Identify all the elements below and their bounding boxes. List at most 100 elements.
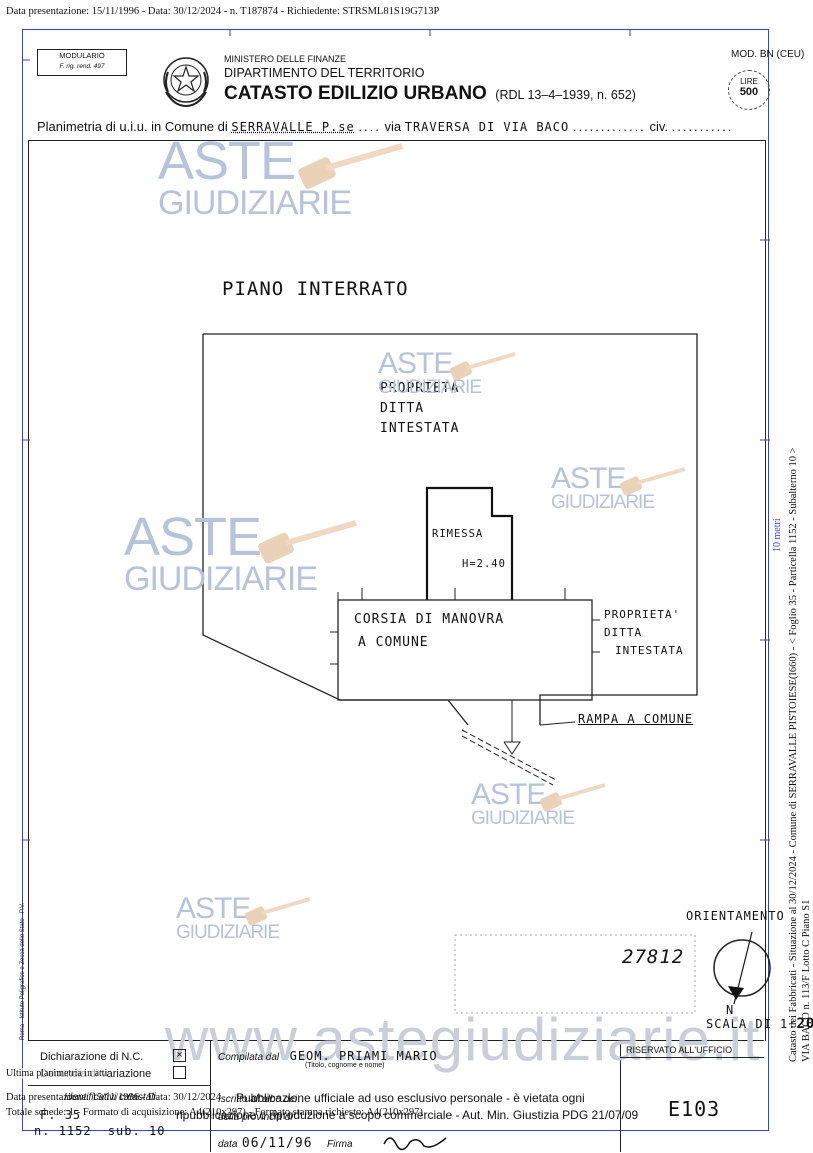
provincia-label: della provincia di <box>218 1112 293 1123</box>
north-label: N <box>726 1003 735 1017</box>
riservato-label: RISERVATO ALL'UFFICIO <box>626 1045 733 1055</box>
sub-value: 10 <box>148 1124 166 1138</box>
ultima-label: Ultima planimetria in atti <box>6 1068 108 1079</box>
sub-label: sub. <box>107 1124 141 1138</box>
footer-data-pres: Data presentazione: 15/11/1996 - Data: 3… <box>6 1092 222 1103</box>
gavel-icon-2 <box>449 352 516 381</box>
corsia-1: CORSIA DI MANOVRA <box>354 612 505 627</box>
foglio-label: F. <box>40 1108 57 1122</box>
handwritten-number: 27812 <box>622 946 685 968</box>
dich-var-checkbox <box>173 1066 186 1079</box>
watermark-4: ASTE GIUDIZIARIE <box>124 507 318 599</box>
watermark-1-aste: ASTE <box>158 131 296 191</box>
watermark-3-giudiziarie: GIUDIZIARIE <box>551 491 655 513</box>
watermark-5-aste: ASTE <box>471 778 546 811</box>
gavel-icon-6 <box>244 897 311 926</box>
foglio-field: F. 35 <box>40 1108 81 1122</box>
dots-3: ........... <box>671 119 734 134</box>
num-field: n. 1152 sub. 10 <box>34 1124 165 1138</box>
height-label: H=2.40 <box>462 558 506 570</box>
gavel-icon <box>298 143 403 189</box>
watermark-2-aste: ASTE <box>378 347 453 380</box>
scala-text: SCALA DI 1: <box>706 1017 797 1031</box>
stamp-line2: 500 <box>739 86 759 98</box>
stamp-circle: LIRE 500 <box>728 70 770 110</box>
modulario-box: MODULARIO F. rig. rend. 497 <box>37 49 127 76</box>
gavel-icon-3 <box>619 467 686 496</box>
rimessa-label: RIMESSA <box>432 528 484 540</box>
plan-title: PIANO INTERRATO <box>222 278 409 300</box>
compilatore-value: GEOM. PRIAMI MARIO <box>289 1049 438 1063</box>
watermark-6-giudiziarie: GIUDIZIARIE <box>176 921 280 943</box>
civ-label: civ. <box>649 119 668 134</box>
planimetria-via: TRAVERSA DI VIA BACO <box>404 120 570 134</box>
footer-hline <box>28 1085 210 1086</box>
department: DIPARTIMENTO DEL TERRITORIO <box>224 66 425 80</box>
left-vertical-text: Roma - Istituto Poligrafico e Zecca dell… <box>20 902 26 1040</box>
modulario-line2: F. rig. rend. 497 <box>59 63 105 70</box>
orientamento-label: ORIENTAMENTO <box>686 909 785 923</box>
rdl-label: (RDL 13–4–1939, n. 652) <box>495 88 636 102</box>
compilata-label: Compilata dal <box>218 1052 280 1063</box>
rampa-label: RAMPA A COMUNE <box>578 712 694 726</box>
iscritto-label: Iscritto all'albo dei <box>218 1094 298 1105</box>
titolo-hint: (Titolo, cognome e nome) <box>305 1062 385 1069</box>
frame-bottom <box>22 1130 769 1131</box>
footer-form <box>28 1040 764 1153</box>
frame-left <box>22 29 23 1131</box>
signature-icon <box>383 1137 447 1151</box>
modulario-line1: MODULARIO <box>59 51 105 60</box>
corsia-2: A COMUNE <box>358 635 429 650</box>
scale-meters: 10 metri <box>772 518 783 552</box>
riservato-line <box>620 1057 764 1058</box>
dich-nc-checkbox: × <box>173 1049 186 1062</box>
footer-ripubblicazione: ripubblicazione o riproduzione a scopo c… <box>176 1108 639 1122</box>
data-field: data 06/11/96 Firma <box>218 1134 353 1152</box>
gavel-icon-5 <box>539 783 606 812</box>
mod-label: MOD. BN (CEU) <box>731 49 805 60</box>
site-watermark: www.astegiudiziarie.it <box>165 1006 761 1073</box>
watermark-4-aste: ASTE <box>124 507 262 567</box>
dots-2: ............. <box>572 119 646 134</box>
compilata-field: Compilata dal GEOM. PRIAMI MARIO <box>218 1047 438 1065</box>
identificativi-label: Identificativi catastali <box>64 1092 156 1103</box>
prop-right-2: DITTA <box>604 626 643 639</box>
firma-label: Firma <box>327 1139 353 1150</box>
planimetria-line: Planimetria di u.i.u. in Comune di SERRA… <box>37 119 733 134</box>
header-line: Data presentazione: 15/11/1996 - Data: 3… <box>6 6 440 17</box>
watermark-6-aste: ASTE <box>176 892 251 925</box>
compass-icon <box>713 931 771 1005</box>
foglio-value: 35 <box>64 1108 82 1122</box>
prop-top-3: INTESTATA <box>380 421 460 436</box>
watermark-1-giudiziarie: GIUDIZIARIE <box>158 184 352 223</box>
watermark-6: ASTE GIUDIZIARIE <box>176 892 280 943</box>
prop-top-2: DITTA <box>380 401 425 416</box>
num-value: 1152 <box>58 1124 92 1138</box>
watermark-5-giudiziarie: GIUDIZIARIE <box>471 807 575 829</box>
watermark-3: ASTE GIUDIZIARIE <box>551 462 655 513</box>
watermark-4-giudiziarie: GIUDIZIARIE <box>124 560 318 599</box>
drawing-frame <box>28 140 766 1041</box>
office-code: E103 <box>668 1097 721 1121</box>
watermark-2: ASTE GIUDIZIARIE <box>378 347 482 398</box>
stamp-line1: LIRE <box>740 77 758 86</box>
watermark-5: ASTE GIUDIZIARIE <box>471 778 575 829</box>
watermark-1: ASTE GIUDIZIARIE <box>158 131 352 223</box>
footer-divider-2 <box>620 1040 621 1152</box>
frame-right <box>768 29 769 1131</box>
republic-emblem-icon <box>163 57 209 108</box>
data-label: data <box>218 1139 238 1150</box>
watermark-3-aste: ASTE <box>551 462 626 495</box>
catasto-label: CATASTO EDILIZIO URBANO <box>224 83 487 104</box>
footer-divider-1 <box>210 1040 211 1152</box>
frame-top <box>22 29 769 30</box>
dich-nc-label: Dichiarazione di N.C. <box>40 1051 144 1063</box>
num-label: n. <box>34 1124 51 1138</box>
scala-label: SCALA DI 1:200 <box>706 1016 813 1032</box>
footer-pubblicazione: Pubblicazione ufficiale ad uso esclusivo… <box>236 1091 585 1105</box>
planimetria-comune: SERRAVALLE P.se <box>231 120 355 134</box>
data-value: 06/11/96 <box>241 1136 313 1151</box>
watermark-2-giudiziarie: GIUDIZIARIE <box>378 376 482 398</box>
gavel-icon-4 <box>258 520 357 564</box>
